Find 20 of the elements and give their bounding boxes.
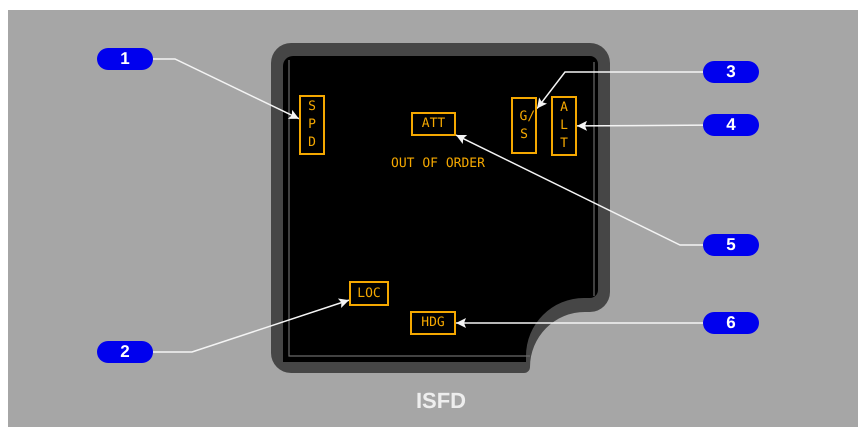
callout-number: 2 [97,341,153,363]
flag-label: G/S [511,97,537,154]
leader-line [456,134,703,246]
leader-line [153,298,350,353]
callout-number: 4 [703,114,759,136]
leader-line [153,58,300,120]
callout-number: 3 [703,61,759,83]
flag-label: ALT [551,96,577,156]
status-message: OUT OF ORDER [390,156,486,171]
flag-label: SPD [299,95,325,155]
leader-line [577,120,703,131]
callout-number: 5 [703,234,759,256]
flag-label: HDG [410,311,456,335]
leader-line [456,318,703,328]
flag-label: ATT [411,112,456,136]
callout-number: 1 [97,48,153,70]
display-title: ISFD [414,388,468,414]
leader-line [536,71,703,109]
flag-label: LOC [349,281,389,306]
callout-number: 6 [703,312,759,334]
